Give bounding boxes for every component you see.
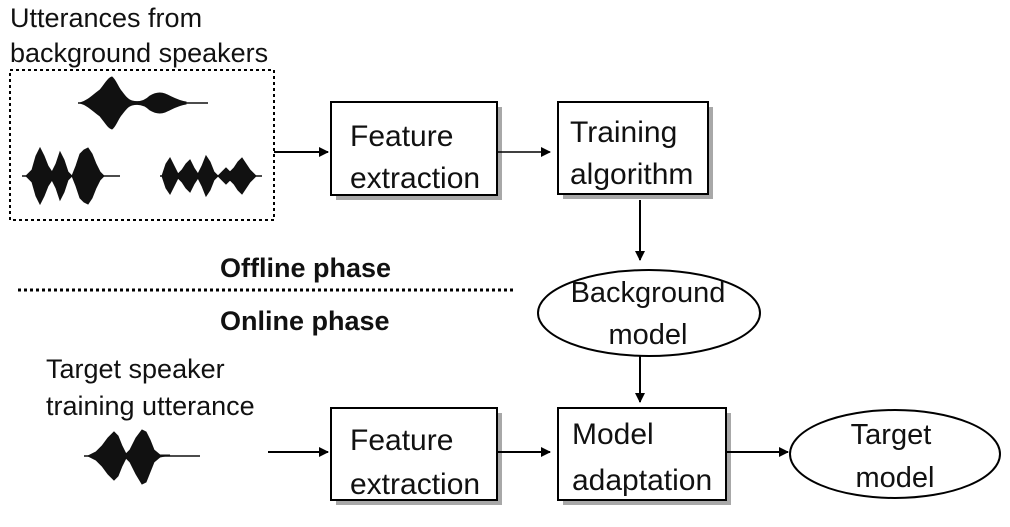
online-phase-label: Online phase xyxy=(220,306,390,336)
svg-text:Feature extraction: Feature extraction xyxy=(350,424,480,501)
svg-text:Target model: Target model xyxy=(851,419,940,494)
waveform-icon-target xyxy=(86,429,171,485)
target-utterance-label: Target speaker training utterance xyxy=(46,354,255,421)
background-utterances-group xyxy=(9,69,275,221)
model-adaptation-box: Model adaptation xyxy=(557,407,731,505)
svg-text:Model adaptation: Model adaptation xyxy=(572,418,712,497)
waveform-icon-bg-1 xyxy=(79,76,187,130)
waveform-icon-bg-3 xyxy=(161,154,257,198)
background-model-node: Background model xyxy=(537,269,761,357)
target-waveform xyxy=(84,429,200,485)
background-utterances-label: Utterances from background speakers xyxy=(10,3,268,68)
background-waveforms xyxy=(22,76,262,206)
training-algorithm-box: Training algorithm xyxy=(557,101,713,199)
waveform-icon-bg-2 xyxy=(25,146,105,206)
offline-phase-label: Offline phase xyxy=(220,253,391,283)
feature-extraction-offline-box: Feature extraction xyxy=(330,101,502,200)
feature-extraction-online-box: Feature extraction xyxy=(330,407,502,505)
svg-text:Feature extraction: Feature extraction xyxy=(350,120,480,195)
svg-text:Training algorithm: Training algorithm xyxy=(570,116,693,191)
svg-text:Background model: Background model xyxy=(571,277,734,351)
target-model-node: Target model xyxy=(789,409,1001,499)
